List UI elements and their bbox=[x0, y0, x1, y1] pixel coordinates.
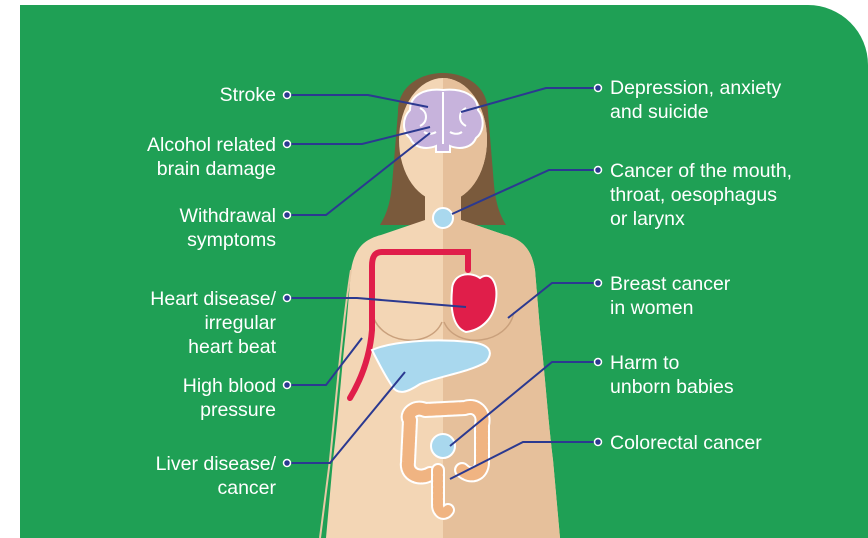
dot-withdrawal bbox=[284, 212, 291, 219]
label-depression: Depression, anxiety and suicide bbox=[610, 76, 781, 124]
dot-stroke bbox=[284, 92, 291, 99]
label-heart-disease: Heart disease/ irregular heart beat bbox=[150, 287, 276, 359]
label-colorectal-cancer: Colorectal cancer bbox=[610, 431, 762, 455]
dot-unborn bbox=[595, 359, 602, 366]
label-breast-cancer: Breast cancer in women bbox=[610, 272, 730, 320]
dot-alcohol-brain bbox=[284, 141, 291, 148]
brain bbox=[404, 90, 483, 152]
dot-liver bbox=[284, 460, 291, 467]
label-high-blood-pressure: High blood pressure bbox=[183, 374, 276, 422]
dot-breast bbox=[595, 280, 602, 287]
dot-blood-pressure bbox=[284, 382, 291, 389]
label-unborn-babies: Harm to unborn babies bbox=[610, 351, 734, 399]
label-liver-disease: Liver disease/ cancer bbox=[156, 452, 276, 500]
label-alcohol-brain-damage: Alcohol related brain damage bbox=[147, 133, 276, 181]
label-stroke: Stroke bbox=[220, 83, 276, 107]
throat-circle bbox=[433, 208, 453, 228]
dot-colorectal bbox=[595, 439, 602, 446]
label-withdrawal-symptoms: Withdrawal symptoms bbox=[180, 204, 276, 252]
dot-depression bbox=[595, 85, 602, 92]
label-mouth-cancer: Cancer of the mouth, throat, oesophagus … bbox=[610, 159, 792, 231]
dot-heart bbox=[284, 295, 291, 302]
dot-mouth bbox=[595, 167, 602, 174]
